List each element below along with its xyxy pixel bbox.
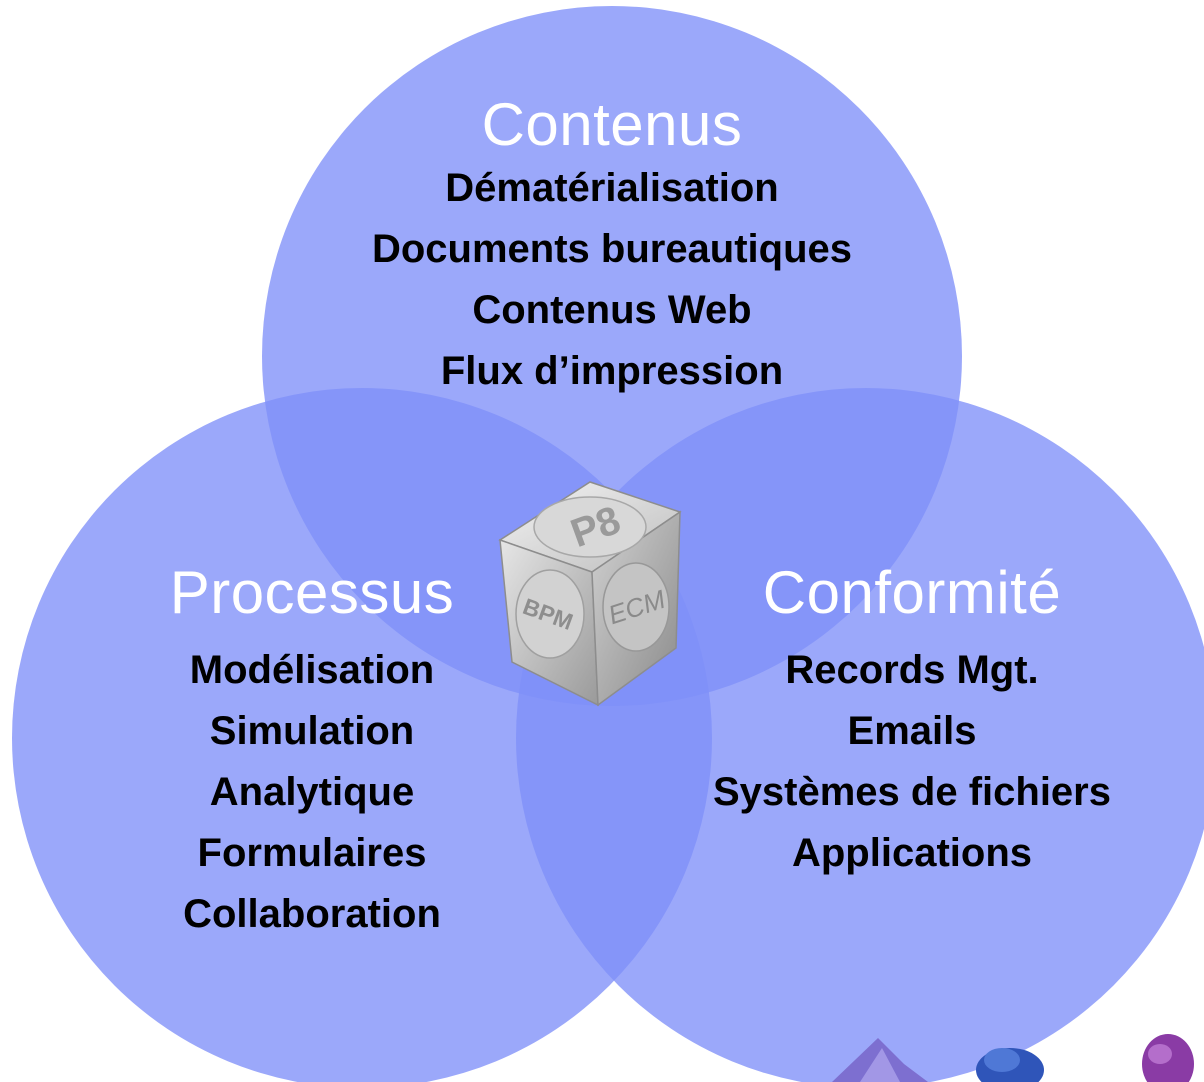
decorative-ornaments	[832, 1034, 1194, 1082]
circle-contenus	[262, 6, 962, 706]
contenus-group: Contenus Dématérialisation Documents bur…	[302, 92, 922, 402]
processus-title: Processus	[169, 559, 455, 626]
contenus-item: Contenus Web	[472, 288, 752, 332]
processus-item: Simulation	[209, 709, 415, 753]
processus-item: Collaboration	[183, 892, 441, 936]
conformite-item: Emails	[847, 709, 977, 753]
conformite-group: Conformité Records Mgt. Emails Systèmes …	[662, 560, 1162, 884]
conformite-title: Conformité	[762, 559, 1062, 626]
contenus-item: Dématérialisation	[445, 166, 779, 210]
conformite-item: Systèmes de fichiers	[713, 770, 1111, 814]
p8-cube-logo: P8 BPM ECM	[498, 481, 682, 707]
processus-item: Analytique	[209, 770, 415, 814]
conformite-item: Records Mgt.	[785, 648, 1039, 692]
contenus-item: Documents bureautiques	[371, 227, 853, 271]
conformite-item: Applications	[791, 831, 1033, 875]
processus-group: Processus Modélisation Simulation Analyt…	[112, 560, 512, 945]
processus-item: Formulaires	[197, 831, 427, 875]
contenus-item: Flux d’impression	[440, 349, 784, 393]
processus-item: Modélisation	[189, 648, 435, 692]
contenus-title: Contenus	[481, 91, 743, 158]
